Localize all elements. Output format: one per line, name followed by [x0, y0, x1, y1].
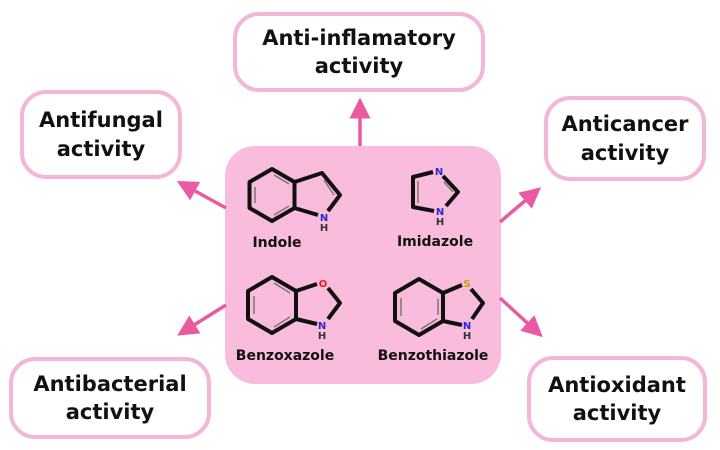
antifungal-activity-box: Antifungal activity — [20, 90, 182, 179]
box-subtitle: activity — [580, 140, 670, 165]
indole-label: Indole — [252, 235, 301, 251]
benzoxazole-label: Benzoxazole — [236, 348, 334, 364]
box-title: Anticancer — [561, 112, 689, 137]
arrow-down-left — [177, 303, 227, 336]
svg-text:N: N — [320, 213, 328, 224]
svg-text:H: H — [463, 331, 471, 342]
box-subtitle: activity — [572, 401, 662, 425]
box-title: Antifungal — [39, 108, 163, 133]
box-title: Antioxidant — [548, 372, 686, 397]
svg-text:H: H — [320, 223, 328, 234]
antibacterial-activity-box: Antibacterial activity — [9, 357, 211, 439]
box-title: Antibacterial — [33, 371, 187, 396]
svg-text:N: N — [436, 207, 444, 218]
svg-text:O: O — [319, 279, 328, 290]
svg-text:H: H — [436, 217, 444, 228]
box-subtitle: activity — [314, 54, 404, 78]
antioxidant-activity-box: Antioxidant activity — [527, 356, 707, 442]
svg-text:S: S — [463, 279, 470, 290]
benzothiazole-label: Benzothiazole — [378, 348, 489, 364]
box-title: Anti-inflamatory — [262, 25, 456, 50]
arrow-up-right — [498, 187, 542, 224]
arrow-down-right — [498, 296, 543, 338]
imidazole-label: Imidazole — [397, 234, 473, 250]
anticancer-activity-box: Anticancer activity — [544, 96, 706, 181]
indole-structure: N H — [247, 167, 342, 234]
svg-text:N: N — [435, 167, 443, 178]
svg-text:H: H — [318, 331, 326, 342]
box-subtitle: activity — [56, 136, 146, 161]
benzothiazole-structure: S N H — [393, 277, 485, 342]
svg-text:N: N — [318, 321, 326, 332]
benzoxazole-structure: O N H — [246, 275, 342, 342]
imidazole-structure: N N H — [411, 167, 460, 228]
anti-inflammatory-activity-box: Anti-inflamatory activity — [233, 12, 485, 92]
arrow-up-left — [176, 180, 227, 210]
svg-text:N: N — [463, 321, 471, 332]
box-subtitle: activity — [65, 400, 155, 424]
